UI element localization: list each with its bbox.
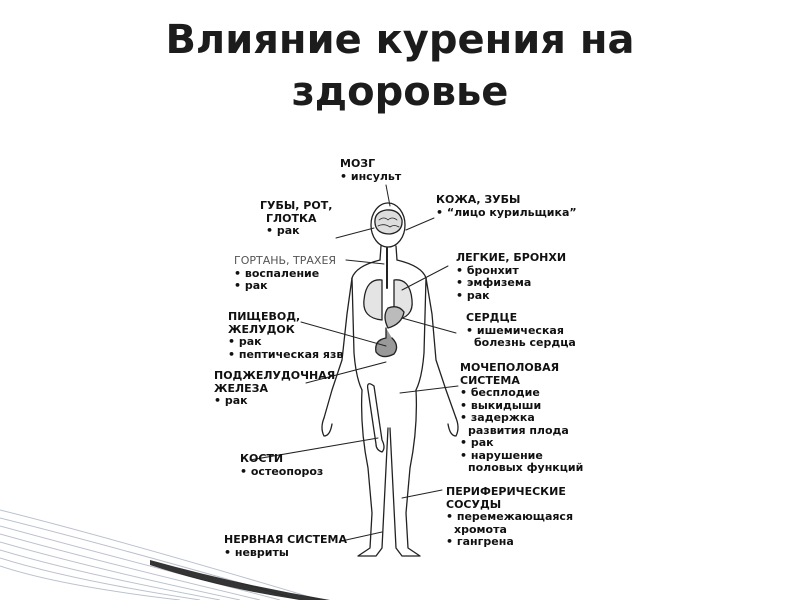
label-urogenital-item-4: рак [460, 436, 583, 450]
label-vessels-item-1a: перемежающаяся [446, 510, 573, 524]
label-lips-item: рак [260, 224, 332, 238]
label-skin-item: “лицо курильщика” [436, 206, 577, 220]
label-larynx-item-1: воспаление [234, 267, 336, 281]
label-lips-heading-1: ГУБЫ, РОТ, [260, 199, 333, 212]
slide-title: Влияние курения на здоровье [0, 14, 800, 118]
head-outline [370, 202, 406, 248]
label-urogenital-item-5a: нарушение [460, 449, 583, 463]
label-urogenital-item-5b: половых функций [468, 461, 584, 474]
label-nerves-item: невриты [224, 546, 347, 560]
label-vessels: ПЕРИФЕРИЧЕСКИЕ СОСУДЫ перемежающаяся хро… [446, 485, 573, 549]
label-pancreas-heading-2: ЖЕЛЕЗА [214, 381, 268, 395]
label-lips-heading-2: ГЛОТКА [266, 211, 317, 225]
torso-outline [323, 259, 457, 419]
label-esophagus-item-1: рак [228, 335, 343, 349]
label-nerves-heading: НЕРВНАЯ СИСТЕМА [224, 533, 348, 546]
slide-title-line-2: здоровье [291, 69, 509, 115]
label-urogenital-heading-1: МОЧЕПОЛОВАЯ [460, 361, 560, 374]
stomach [375, 327, 398, 358]
label-larynx-item-2: рак [234, 279, 336, 293]
label-vessels-item-2: гангрена [446, 535, 573, 549]
femur-bone [366, 383, 385, 453]
label-esophagus-heading-1: ПИЩЕВОД, [228, 310, 301, 323]
brain-shape [374, 209, 403, 235]
label-bones: КОСТИ остеопороз [240, 452, 323, 479]
label-lungs-item-1: бронхит [456, 264, 566, 278]
label-heart-item-line-1: ишемическая [466, 324, 576, 338]
body-diagram: МОЗГ инсульт ГУБЫ, РОТ, ГЛОТКА рак КОЖА,… [206, 128, 586, 586]
label-pancreas-heading-1: ПОДЖЕЛУДОЧНАЯ [214, 369, 336, 382]
label-bones-item: остеопороз [240, 465, 323, 479]
label-nerves: НЕРВНАЯ СИСТЕМА невриты [224, 533, 348, 560]
label-larynx-heading: ГОРТАНЬ, ТРАХЕЯ [234, 254, 337, 267]
label-heart-item-line-2: болезнь сердца [474, 336, 576, 349]
label-urogenital-item-2: выкидыши [460, 399, 583, 413]
label-lips: ГУБЫ, РОТ, ГЛОТКА рак [260, 199, 333, 238]
label-vessels-heading-2: СОСУДЫ [446, 497, 502, 511]
label-heart-heading: СЕРДЦЕ [466, 311, 518, 324]
label-lungs: ЛЕГКИЕ, БРОНХИ бронхит эмфизема рак [456, 251, 567, 303]
label-lungs-heading: ЛЕГКИЕ, БРОНХИ [456, 251, 567, 264]
label-urogenital-item-3b: развития плода [468, 423, 569, 437]
label-vessels-heading-1: ПЕРИФЕРИЧЕСКИЕ [446, 485, 566, 498]
label-brain-heading: МОЗГ [340, 157, 376, 170]
label-urogenital: МОЧЕПОЛОВАЯ СИСТЕМА бесплодие выкидыши з… [460, 361, 584, 475]
label-larynx: ГОРТАНЬ, ТРАХЕЯ воспаление рак [234, 254, 337, 293]
label-pancreas-item: рак [214, 394, 335, 408]
label-esophagus-heading-2: ЖЕЛУДОК [228, 322, 295, 336]
label-urogenital-heading-2: СИСТЕМА [460, 373, 520, 387]
label-esophagus-item-2: пептическая язв [228, 348, 343, 362]
label-brain-item: инсульт [340, 170, 401, 184]
legs-outline [357, 389, 421, 557]
label-pancreas: ПОДЖЕЛУДОЧНАЯ ЖЕЛЕЗА рак [214, 369, 336, 408]
label-urogenital-item-3a: задержка [460, 411, 583, 425]
label-heart: СЕРДЦЕ ишемическая болезнь сердца [466, 311, 576, 350]
label-brain: МОЗГ инсульт [340, 157, 401, 184]
label-skin-heading: КОЖА, ЗУБЫ [436, 193, 521, 206]
label-bones-heading: КОСТИ [240, 452, 284, 465]
heart-organ [384, 306, 405, 329]
label-urogenital-item-1: бесплодие [460, 386, 583, 400]
label-skin: КОЖА, ЗУБЫ “лицо курильщика” [436, 193, 577, 220]
label-vessels-item-1b: хромота [454, 522, 507, 536]
label-esophagus: ПИЩЕВОД, ЖЕЛУДОК рак пептическая язв [228, 310, 343, 362]
slide-title-line-1: Влияние курения на [165, 17, 635, 63]
label-lungs-item-2: эмфизема [456, 276, 566, 290]
left-lung [363, 279, 383, 321]
human-body-figure [249, 184, 459, 557]
label-lungs-item-3: рак [456, 289, 566, 303]
